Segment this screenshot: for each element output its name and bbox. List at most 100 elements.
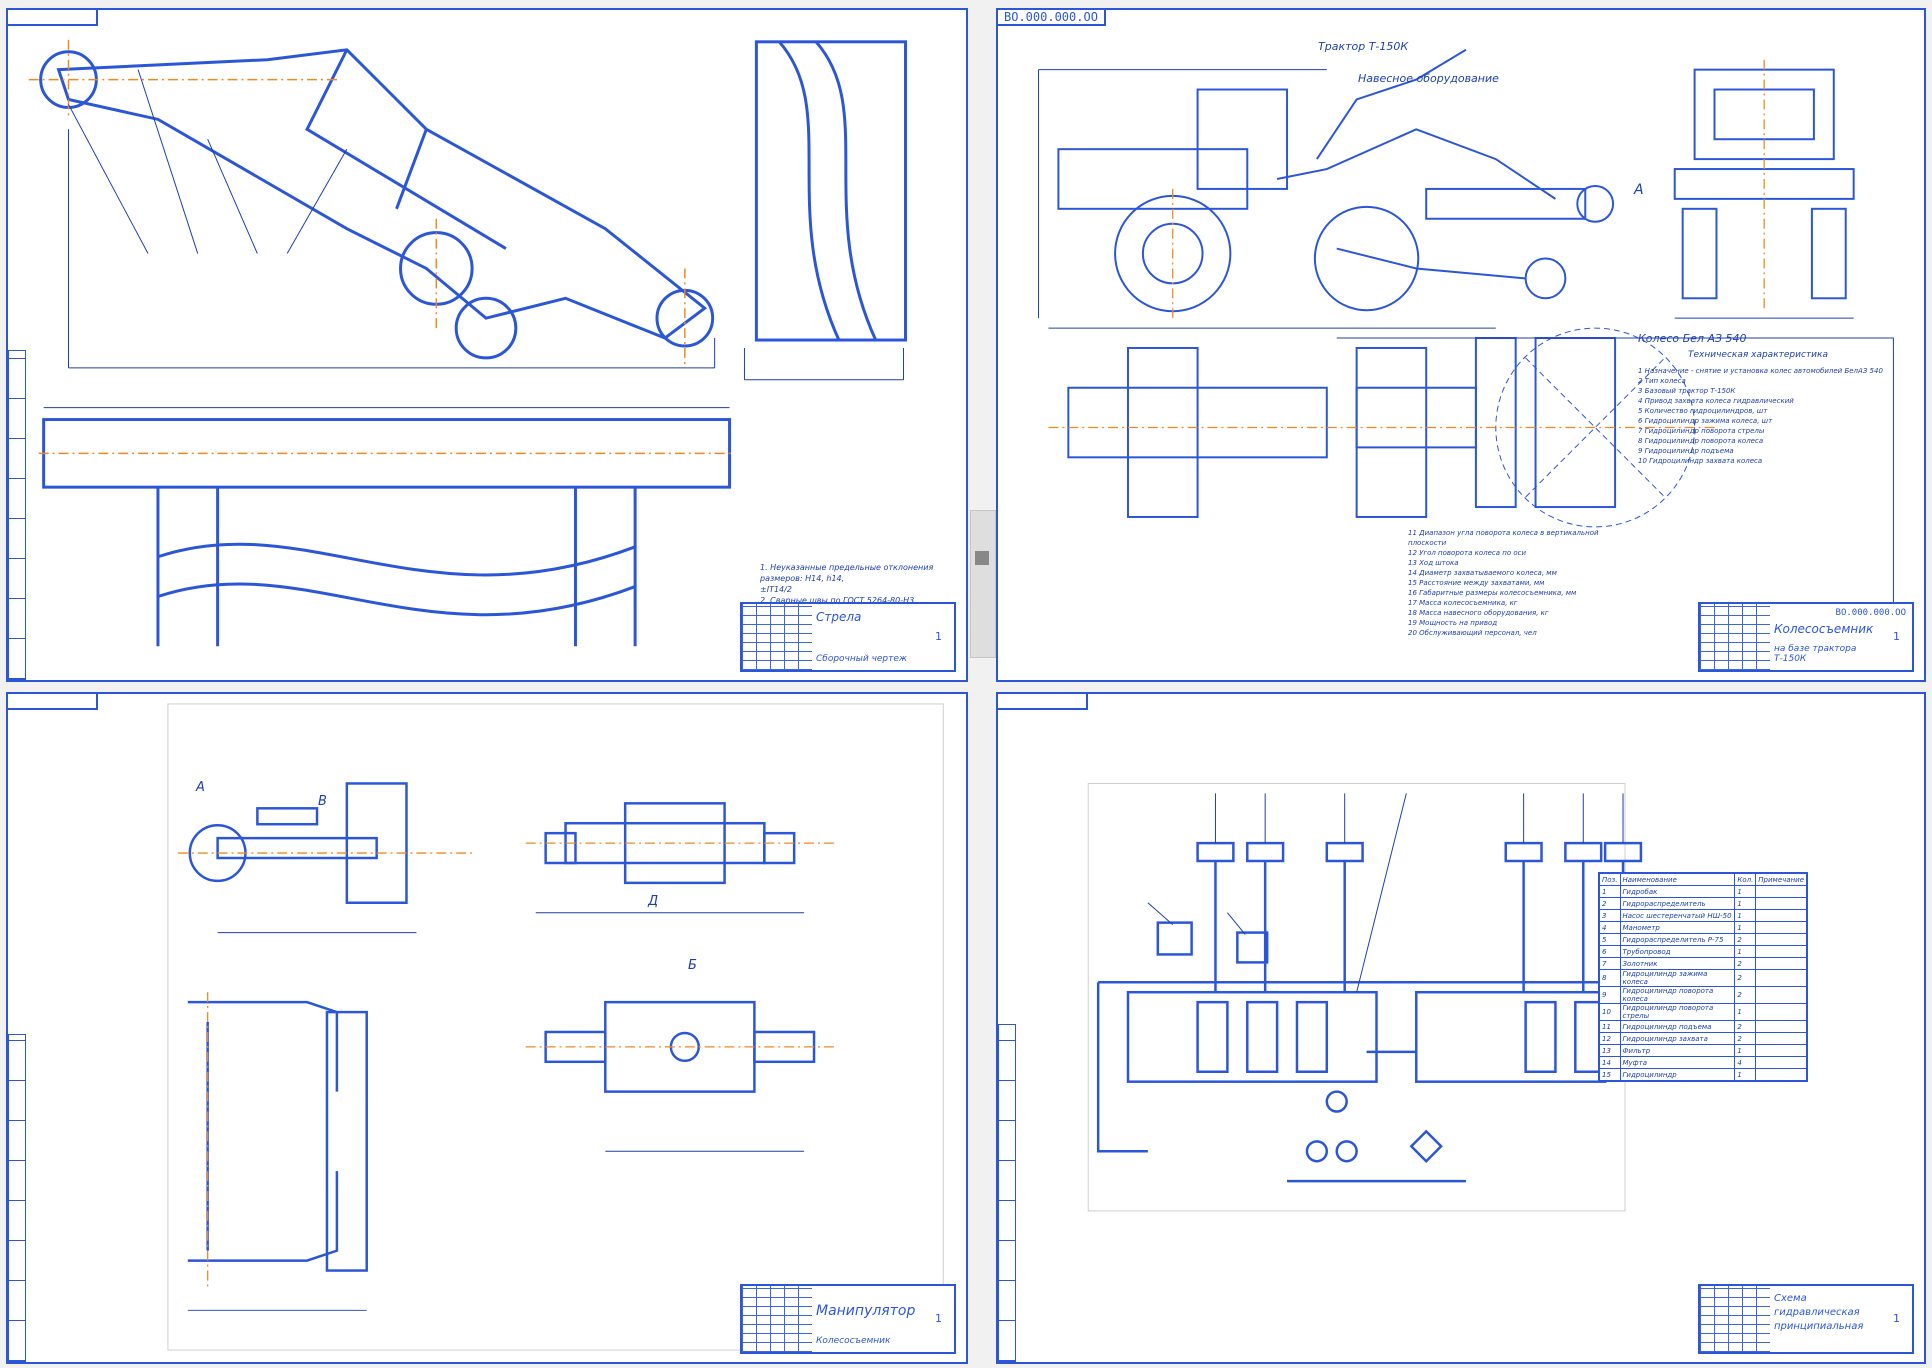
title-block-grid	[1700, 604, 1770, 670]
scrollbar-thumb[interactable]	[975, 551, 989, 565]
table-cell	[1755, 933, 1807, 946]
tractor-drawing	[1038, 48, 1894, 667]
table-cell: Гидрораспределитель Р-75	[1619, 933, 1736, 946]
side-stamp-strip	[998, 1024, 1016, 1362]
side-stamp-strip	[8, 1034, 26, 1362]
table-cell	[1755, 1044, 1807, 1057]
sheet-tag: ВО.000.000.ОО	[996, 8, 1106, 26]
sheet-number: 1	[935, 1312, 942, 1325]
manipulator-drawing	[167, 703, 944, 1351]
title-block-grid	[1700, 1286, 1770, 1352]
table-cell: Гидроцилиндр поворота стрелы	[1619, 1003, 1736, 1021]
drawing-subtitle: Колесосъемник	[816, 1336, 891, 1346]
sheet-tag	[996, 692, 1088, 710]
view-label-d: Д	[648, 894, 659, 909]
title-block-grid	[742, 1286, 812, 1352]
label-equipment: Навесное оборудование	[1358, 72, 1499, 85]
drawing-title: Колесосъемник	[1774, 622, 1874, 636]
table-cell: 2	[1734, 986, 1757, 1004]
table-cell	[1755, 1032, 1807, 1045]
table-cell: 1	[1734, 1068, 1757, 1081]
boom-drawing	[28, 39, 907, 647]
side-stamp-strip	[8, 350, 26, 680]
table-cell: 5	[1599, 933, 1621, 946]
table-cell: 2	[1599, 897, 1621, 910]
table-cell	[1755, 921, 1807, 934]
table-cell	[1755, 1056, 1807, 1069]
table-cell	[1755, 885, 1807, 898]
table-cell: Трубопровод	[1619, 945, 1736, 958]
table-cell: 1	[1734, 909, 1757, 922]
table-cell: 3	[1599, 909, 1621, 922]
table-cell: Гидроцилиндр подъема	[1619, 1020, 1736, 1033]
view-label-a: А	[196, 780, 205, 795]
view-label-v: В	[318, 794, 327, 809]
viewport-scrollbar[interactable]	[970, 510, 996, 658]
sheet-number: 1	[1893, 630, 1900, 643]
title-block: ВО.000.000.ОО Колесосъемник на базе трак…	[1698, 602, 1914, 672]
table-cell	[1755, 897, 1807, 910]
drawing-sheet-manipulator: А В Д Б Манипулятор Колесосъемник 1	[6, 692, 968, 1364]
table-cell: 2	[1734, 957, 1757, 970]
table-cell	[1755, 909, 1807, 922]
table-cell	[1755, 986, 1807, 1004]
table-header-cell: Примечание	[1755, 873, 1807, 886]
table-cell: 1	[1734, 945, 1757, 958]
table-cell: 10	[1599, 1003, 1621, 1021]
drawing-title: Манипулятор	[816, 1303, 916, 1319]
table-header-cell: Кол.	[1734, 873, 1757, 886]
table-cell: 1	[1734, 921, 1757, 934]
table-cell	[1755, 957, 1807, 970]
table-cell: 1	[1734, 1003, 1757, 1021]
title-block: Манипулятор Колесосъемник 1	[740, 1284, 956, 1354]
title-block: Схема гидравлическая принципиальная 1	[1698, 1284, 1914, 1354]
label-view-a: А	[1634, 182, 1644, 198]
table-cell: 2	[1734, 1032, 1757, 1045]
table-cell: 11	[1599, 1020, 1621, 1033]
table-header-cell: Поз.	[1599, 873, 1621, 886]
spec-heading: Техническая характеристика	[1688, 350, 1828, 360]
table-cell: 13	[1599, 1044, 1621, 1057]
table-cell: Гидроцилиндр захвата	[1619, 1032, 1736, 1045]
table-cell: Фильтр	[1619, 1044, 1736, 1057]
table-cell: 7	[1599, 957, 1621, 970]
table-cell: 12	[1599, 1032, 1621, 1045]
drawing-code: ВО.000.000.ОО	[1835, 608, 1906, 618]
table-cell: 6	[1599, 945, 1621, 958]
drawing-subtitle: Сборочный чертеж	[816, 654, 908, 664]
drawing-subtitle: на базе трактора Т-150К	[1774, 644, 1857, 664]
sheet-tag	[6, 8, 98, 26]
table-cell: Гидроцилиндр поворота колеса	[1619, 986, 1736, 1004]
table-cell: 14	[1599, 1056, 1621, 1069]
table-header-cell: Наименование	[1619, 873, 1736, 886]
table-cell: 2	[1734, 1020, 1757, 1033]
technical-spec-list-bottom: 11 Диапазон угла поворота колеса в верти…	[1408, 529, 1599, 637]
table-cell	[1755, 1068, 1807, 1081]
table-cell	[1755, 945, 1807, 958]
table-cell: 9	[1599, 986, 1621, 1004]
drawing-title: Схема гидравлическая принципиальная	[1774, 1293, 1864, 1332]
table-cell: 1	[1734, 897, 1757, 910]
table-cell: 4	[1599, 921, 1621, 934]
table-cell	[1755, 1003, 1807, 1021]
table-cell: 15	[1599, 1068, 1621, 1081]
technical-spec-list: 1 Назначение - снятие и установка колес …	[1638, 367, 1883, 465]
table-cell: Золотник	[1619, 957, 1736, 970]
table-cell	[1755, 1020, 1807, 1033]
title-block-grid	[742, 604, 812, 670]
sheet-number: 1	[935, 630, 942, 643]
sheet-number: 1	[1893, 1312, 1900, 1325]
